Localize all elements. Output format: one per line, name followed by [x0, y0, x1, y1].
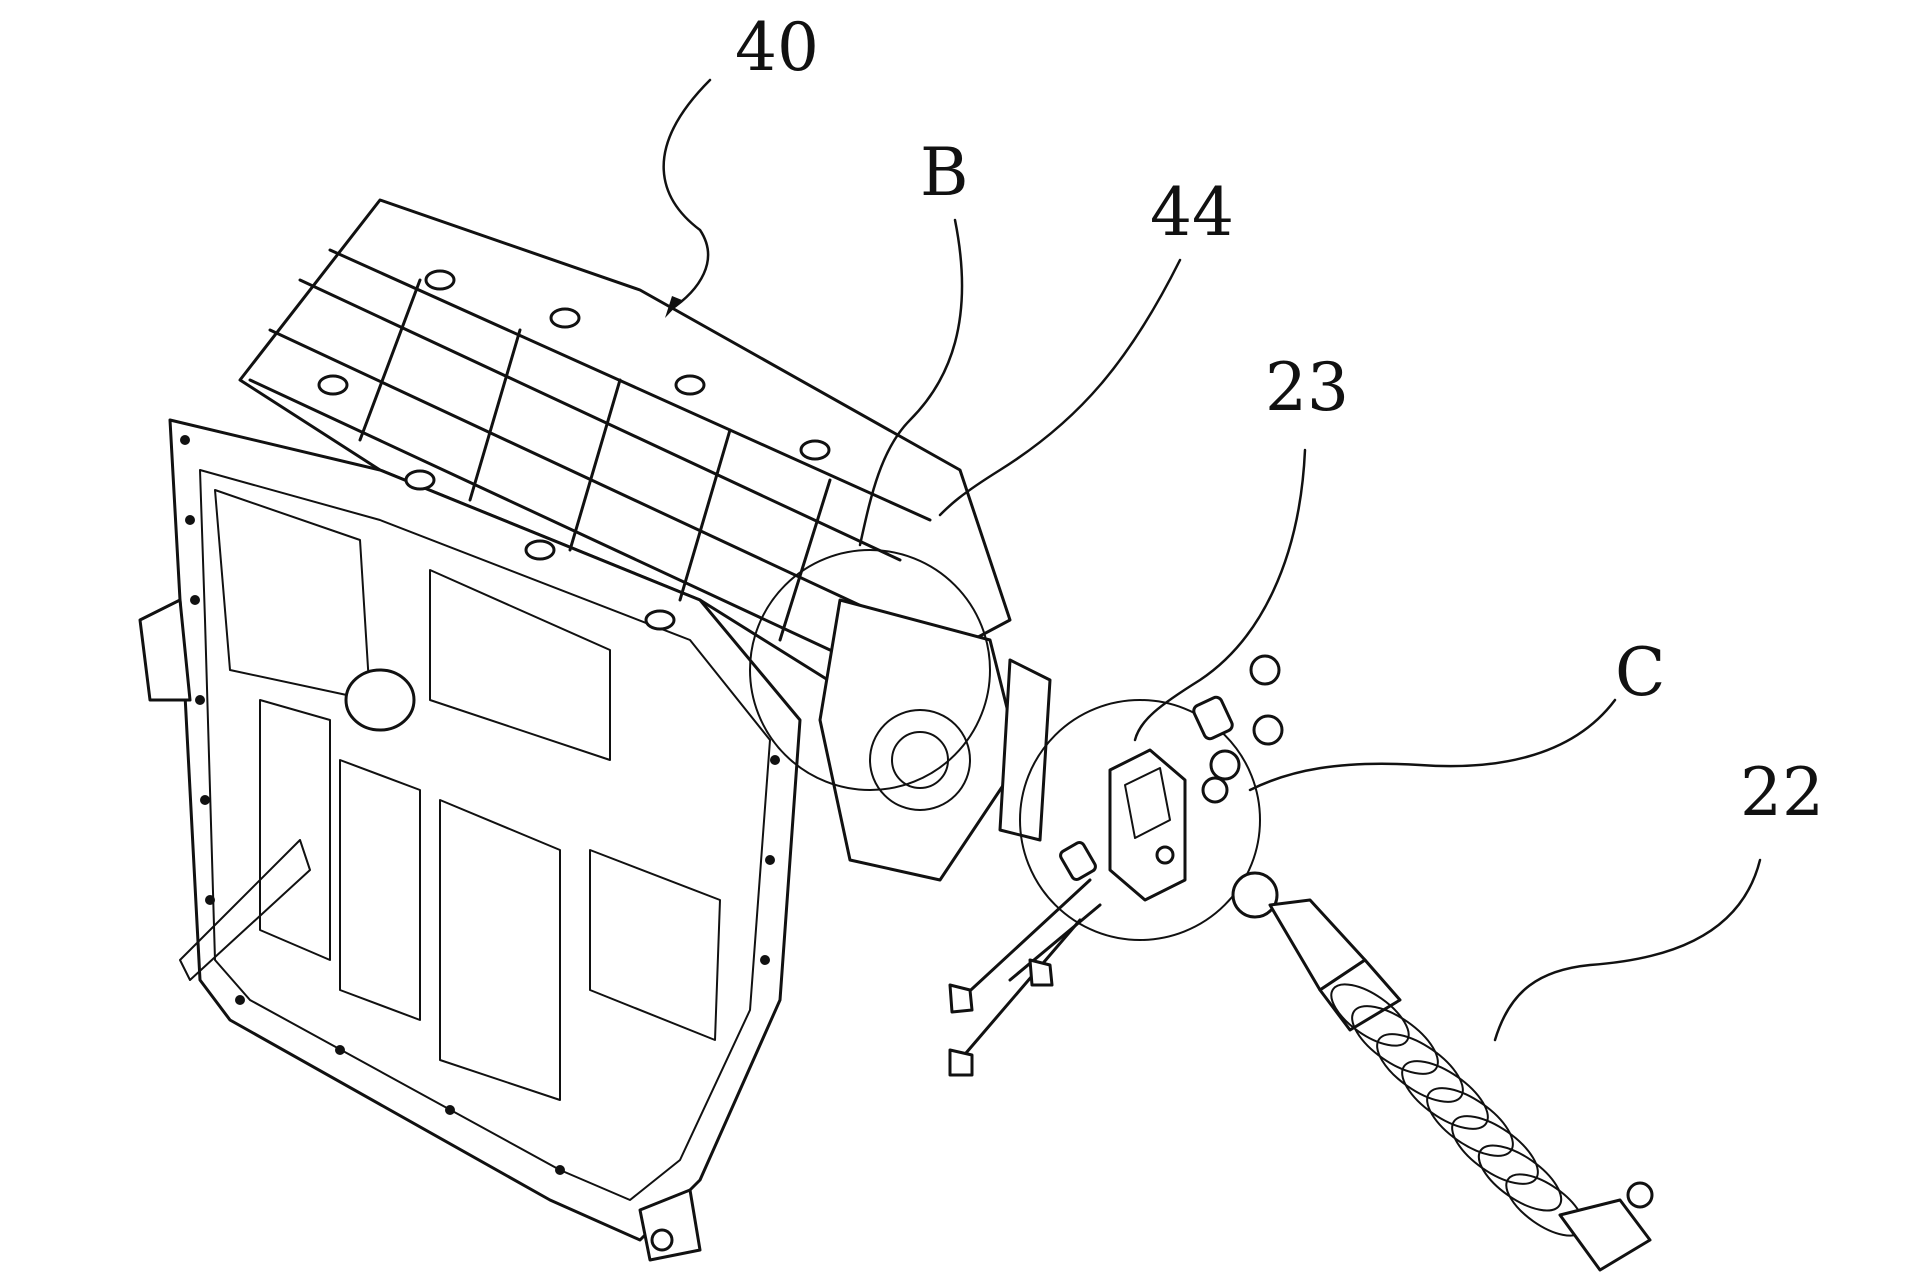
detail-circle-c — [1019, 699, 1261, 941]
label-22: 22 — [1740, 754, 1824, 831]
detail-circle-b — [749, 549, 991, 791]
mount-tabs — [138, 598, 702, 1262]
leader-lines — [662, 78, 1762, 1042]
label-44: 44 — [1150, 174, 1234, 251]
end-mechanism — [818, 598, 1052, 882]
label-c: C — [1615, 634, 1666, 711]
label-40: 40 — [735, 9, 819, 86]
battery-box — [138, 198, 1052, 1262]
top-grid — [248, 248, 932, 652]
label-23: 23 — [1265, 349, 1349, 426]
front-panel-recesses — [179, 489, 721, 1101]
mount-bracket — [1108, 748, 1187, 902]
top-bosses — [317, 269, 831, 631]
shock-absorber — [1231, 871, 1654, 1272]
label-b: B — [920, 134, 969, 211]
nuts — [1192, 654, 1284, 804]
bolts — [948, 840, 1102, 1077]
coil-spring — [1330, 983, 1585, 1237]
perimeter-bolts — [180, 435, 780, 1175]
